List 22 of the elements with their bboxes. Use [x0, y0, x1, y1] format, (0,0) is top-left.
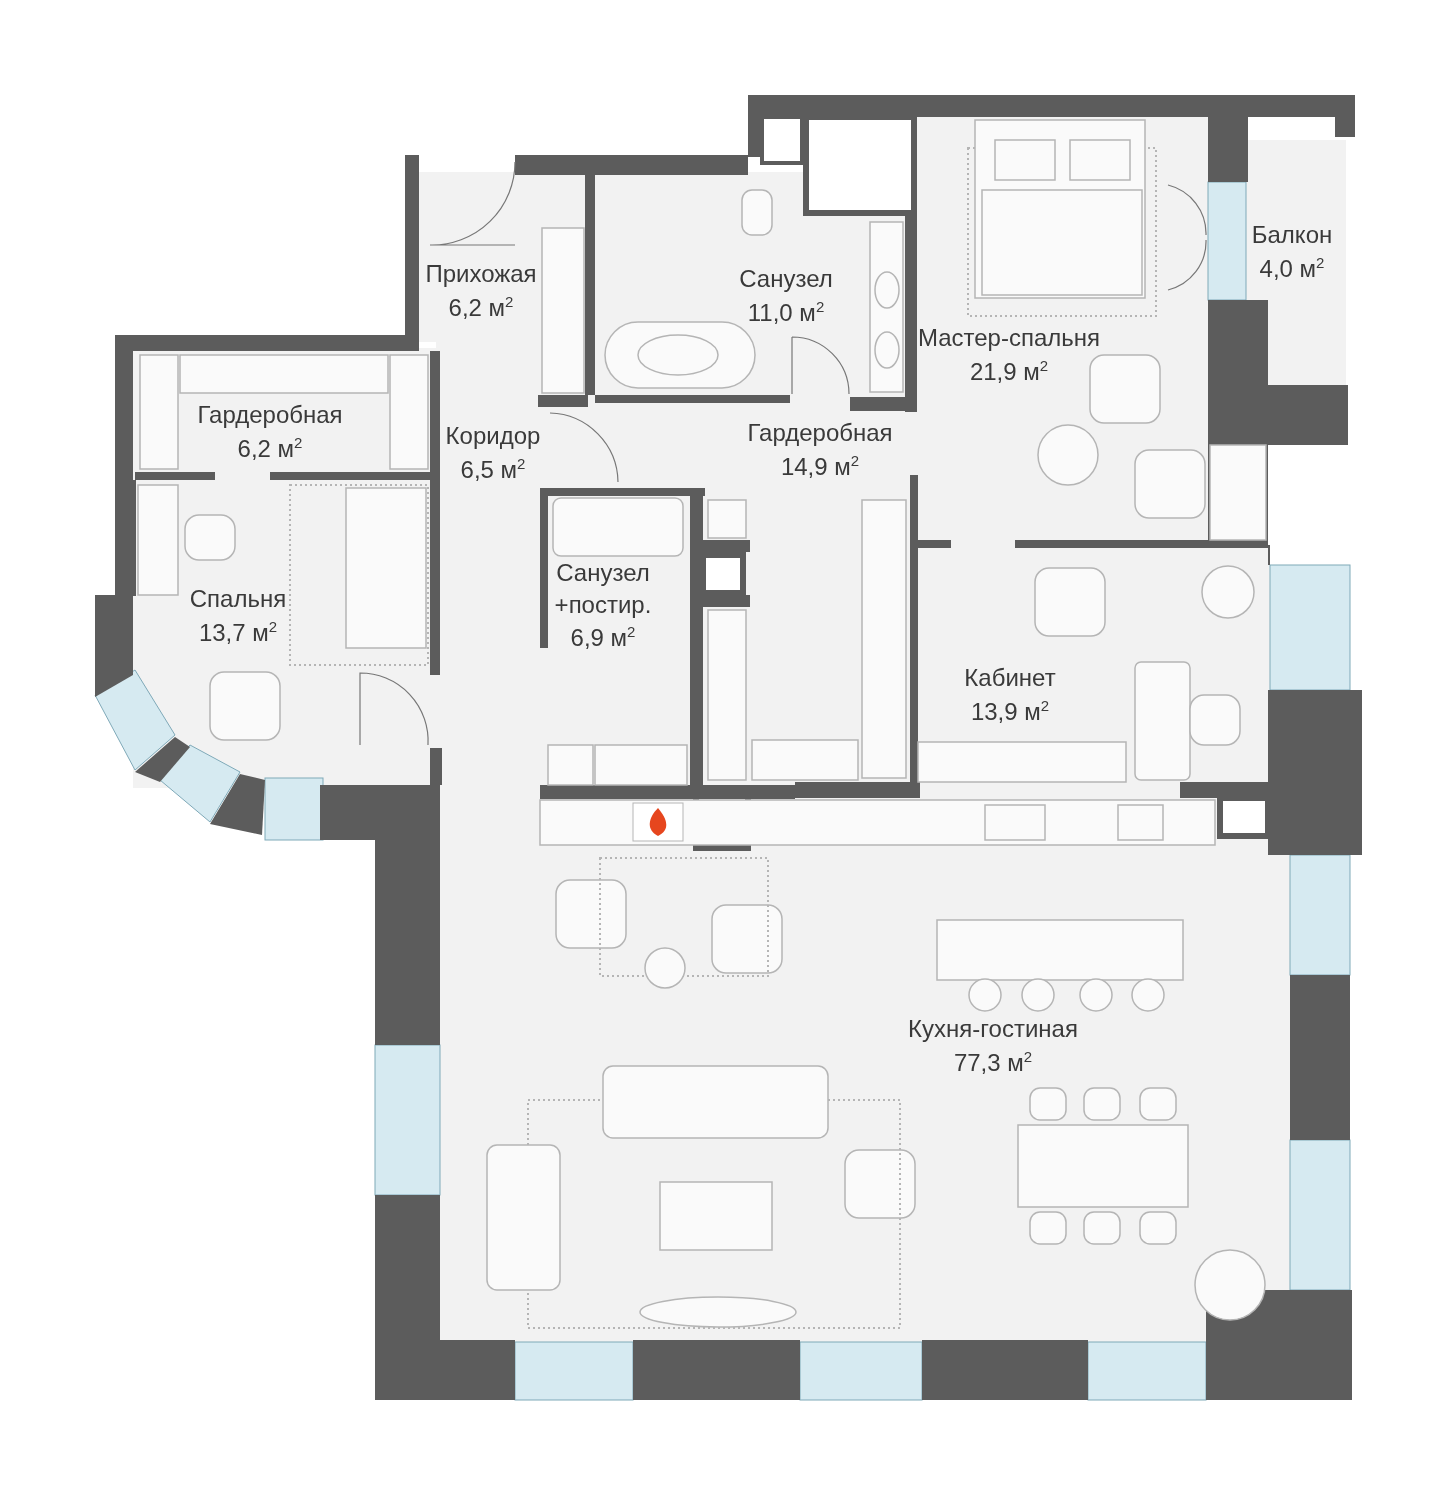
- room-name: Кухня-гостиная: [908, 1014, 1078, 1044]
- room-area: 6,2 м$^{2}$: [425, 291, 537, 325]
- room-name: Коридор: [445, 421, 541, 451]
- room-area: 13,7 м$^{2}$: [189, 616, 287, 650]
- room-name: Мастер-спальня: [917, 323, 1101, 353]
- room-area: 13,9 м$^{2}$: [964, 695, 1056, 729]
- room-name: Кабинет: [964, 663, 1056, 693]
- room-name: Санузел +постир.: [553, 558, 653, 620]
- room-area: 21,9 м$^{2}$: [917, 355, 1101, 389]
- room-area: 6,5 м$^{2}$: [445, 453, 541, 487]
- room-name: Балкон: [1251, 220, 1333, 250]
- room-name: Гардеробная: [197, 400, 343, 430]
- room-name: Санузел: [739, 264, 833, 294]
- room-area: 4,0 м$^{2}$: [1251, 252, 1333, 286]
- room-area: 77,3 м$^{2}$: [908, 1046, 1078, 1080]
- room-area: 6,2 м$^{2}$: [197, 432, 343, 466]
- room-name: Прихожая: [425, 259, 537, 289]
- room-area: 6,9 м$^{2}$: [543, 621, 663, 655]
- room-name: Гардеробная: [747, 418, 893, 448]
- room-area: 14,9 м$^{2}$: [747, 450, 893, 484]
- room-name: Спальня: [189, 584, 287, 614]
- room-area: 11,0 м$^{2}$: [739, 296, 833, 330]
